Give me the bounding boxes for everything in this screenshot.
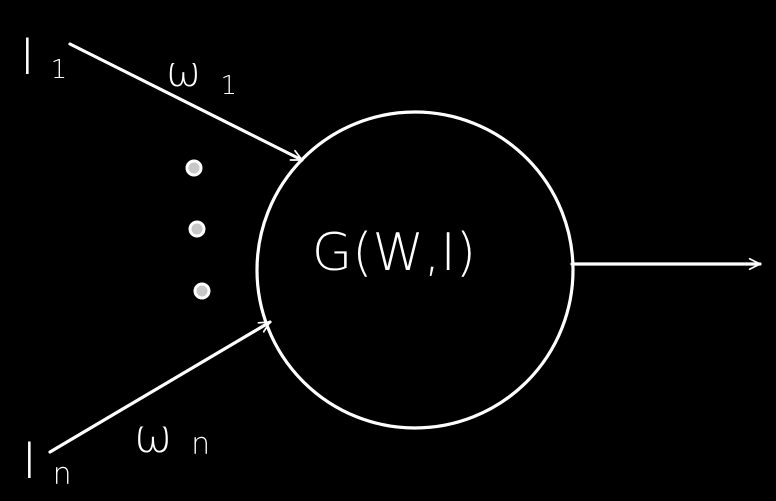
input-1-label: I 1 [20,28,67,86]
neuron-function-label: G(W,I) [312,223,476,283]
weight-1-subscript: 1 [221,71,238,101]
input-n-label: I n [22,432,72,492]
ellipsis-dot-3 [193,282,211,300]
input-n-symbol: I [22,432,37,490]
input-n-subscript: n [53,457,72,492]
input-n-arrow [48,320,272,454]
input-1-arrow [68,42,304,162]
weight-n-label: ω n [134,409,210,463]
input-1-subscript: 1 [51,55,68,85]
ellipsis-dot-2 [188,220,206,238]
ellipsis-dot-1 [185,159,203,177]
input-1-symbol: I [20,28,35,86]
weight-1-symbol: ω [166,47,201,96]
neuron-circle [255,110,575,430]
weight-n-subscript: n [191,427,210,462]
weight-n-symbol: ω [134,409,173,463]
weight-1-label: ω 1 [166,47,237,101]
